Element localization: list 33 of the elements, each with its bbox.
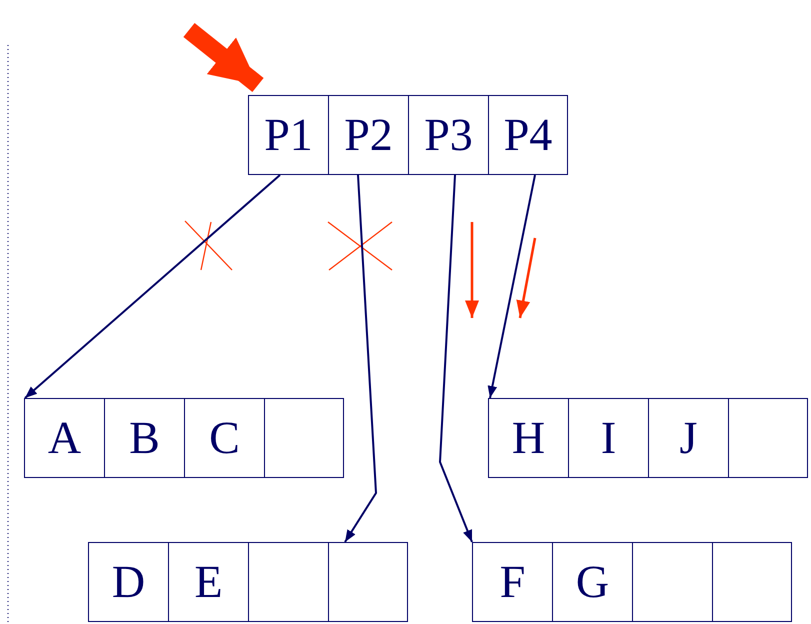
arrow bbox=[183, 22, 264, 92]
array-cell bbox=[568, 398, 649, 478]
array-cell bbox=[552, 542, 633, 622]
array-cell bbox=[248, 95, 329, 175]
cell-label: P2 bbox=[344, 112, 393, 158]
array-cell bbox=[184, 398, 265, 478]
array-cell bbox=[488, 398, 569, 478]
array-cell bbox=[488, 95, 568, 175]
array-cell bbox=[472, 542, 553, 622]
array-cell bbox=[88, 542, 169, 622]
array-cell bbox=[24, 398, 105, 478]
cell-label: E bbox=[194, 559, 223, 605]
array-cell bbox=[104, 398, 185, 478]
cell-label: B bbox=[129, 415, 160, 461]
arrow bbox=[488, 174, 536, 398]
cell-label: J bbox=[680, 415, 698, 461]
cell-label: C bbox=[209, 415, 240, 461]
array-cell bbox=[168, 542, 249, 622]
cell-label: A bbox=[48, 415, 82, 461]
cell-label: G bbox=[576, 559, 610, 605]
cell-label: H bbox=[512, 415, 546, 461]
cell-label: F bbox=[500, 559, 526, 605]
arrow bbox=[344, 174, 378, 543]
cell-label: P4 bbox=[504, 112, 552, 158]
array-cell bbox=[648, 398, 729, 478]
array-cell bbox=[328, 95, 409, 175]
cell-label: D bbox=[112, 559, 146, 605]
arrow bbox=[438, 174, 473, 542]
cell-label: P3 bbox=[424, 112, 473, 158]
array-cell bbox=[408, 95, 489, 175]
cell-label: P1 bbox=[264, 112, 313, 158]
cell-label: I bbox=[600, 415, 616, 461]
arrow bbox=[24, 174, 281, 399]
